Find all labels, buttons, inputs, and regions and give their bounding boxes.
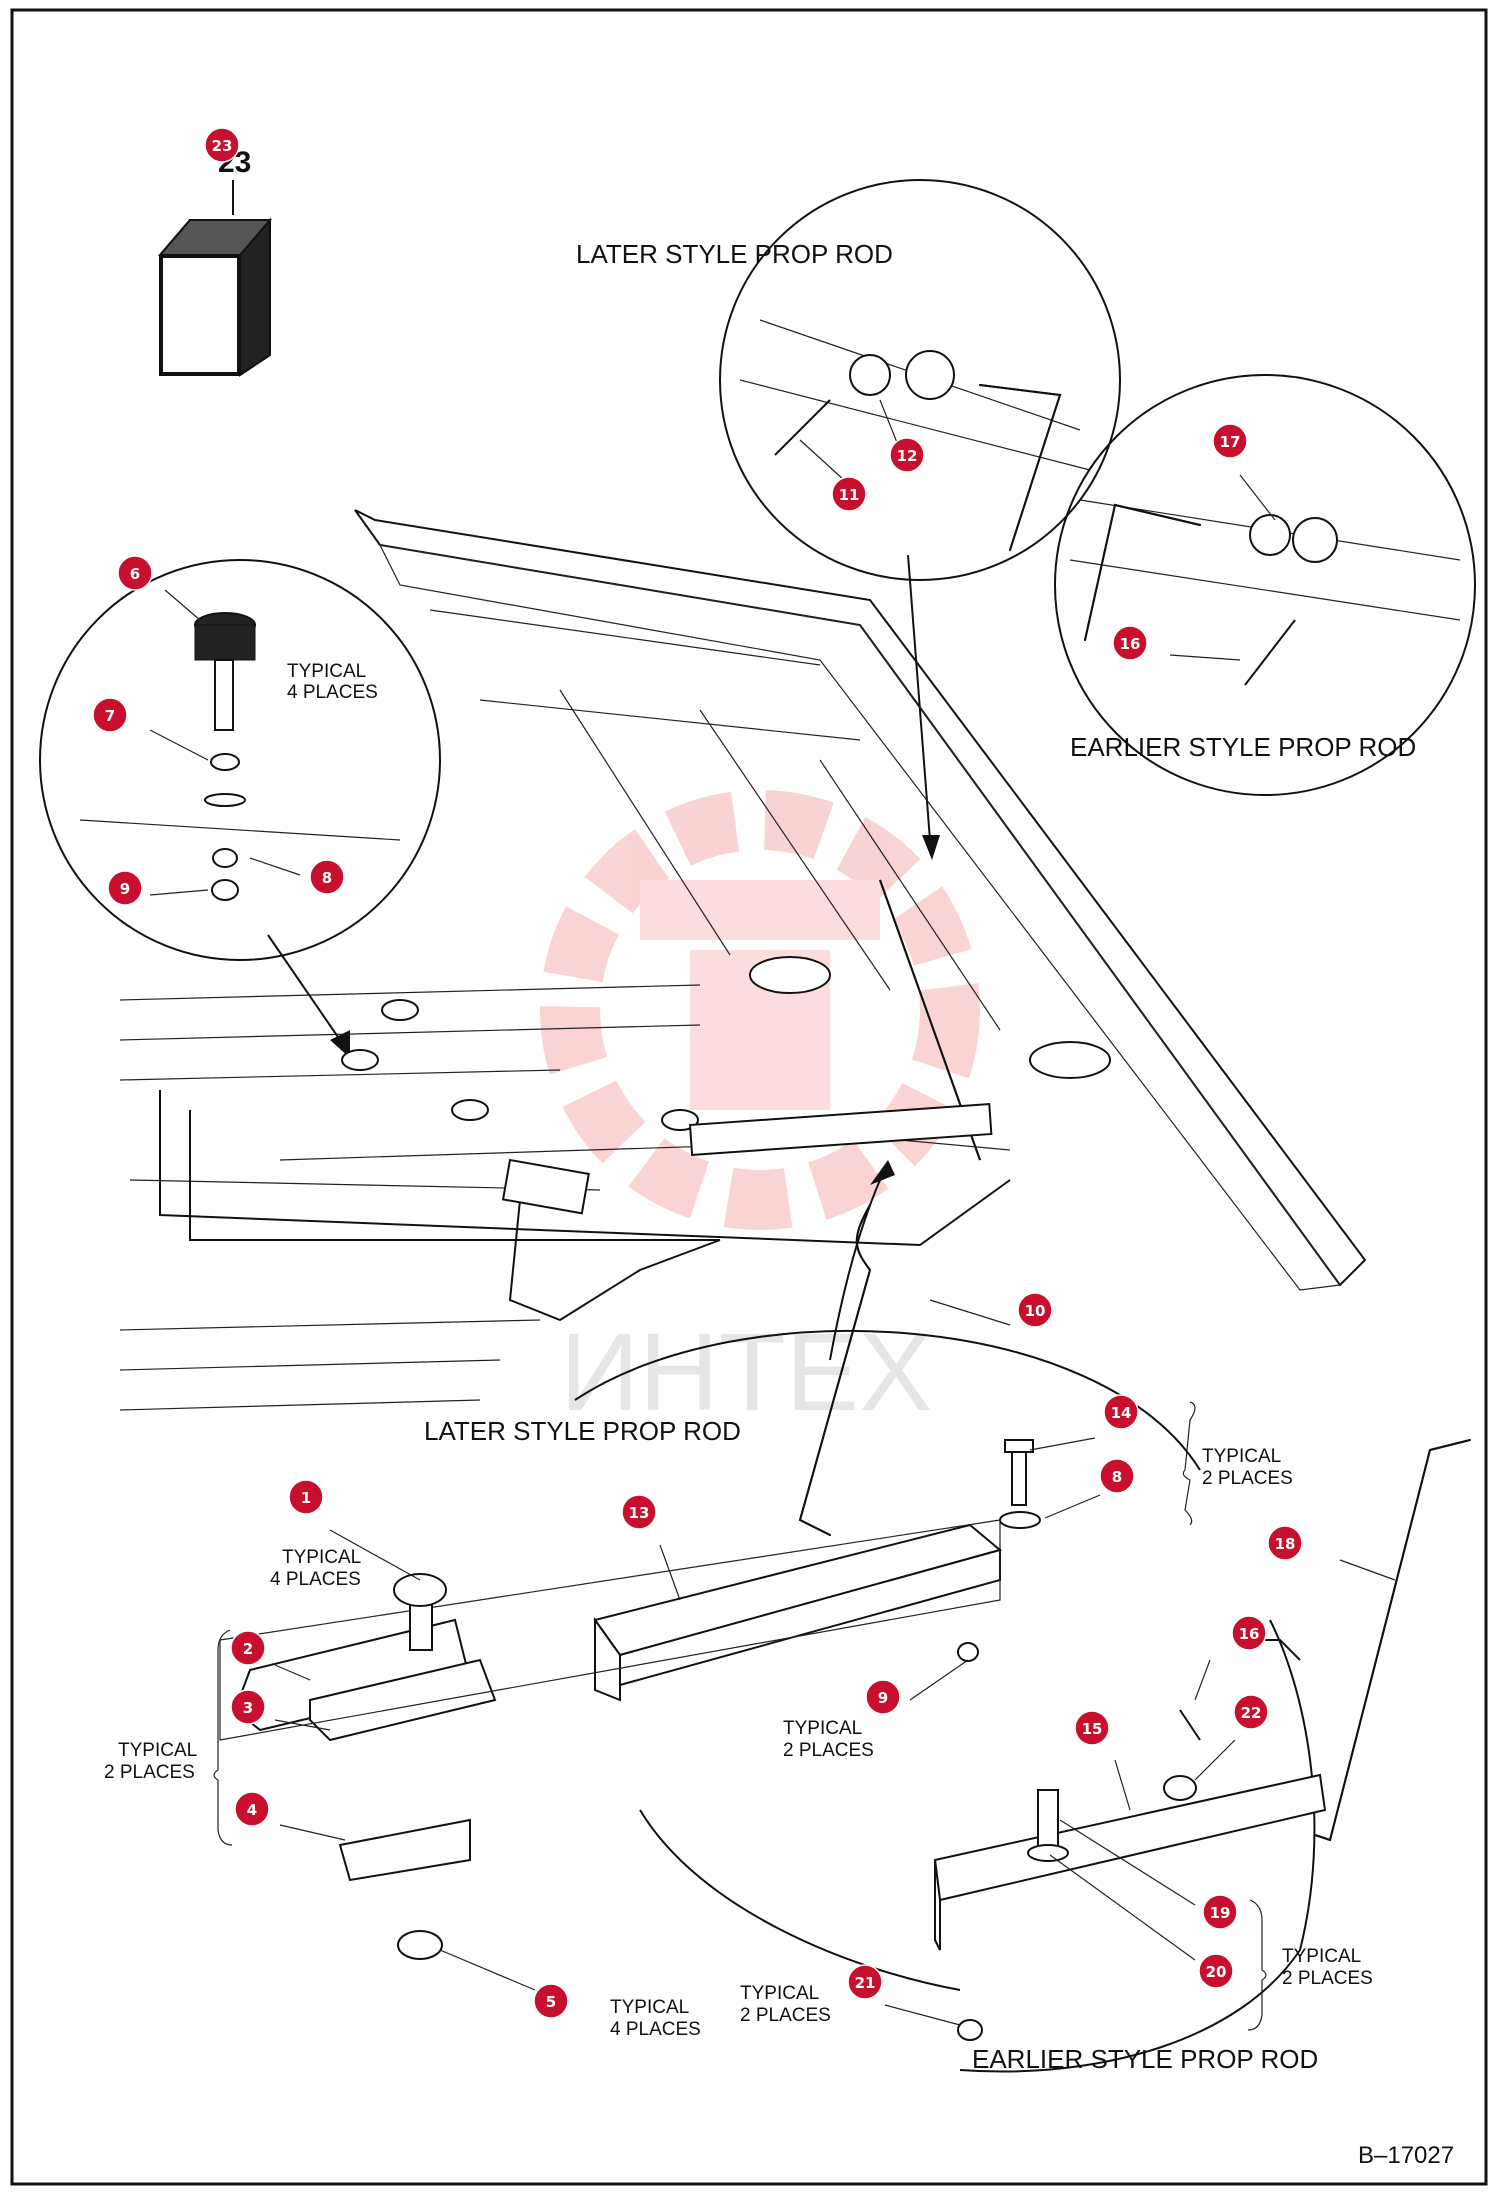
svg-text:18: 18 (1275, 1535, 1296, 1553)
svg-text:21: 21 (855, 1974, 876, 1992)
svg-text:8: 8 (1112, 1468, 1122, 1486)
later-style-detail-top (719, 179, 1121, 581)
typical-9-line2: 2 PLACES (783, 1740, 874, 1761)
svg-text:5: 5 (546, 1993, 556, 2011)
earlier-style-detail-bottom (933, 1439, 1471, 2041)
callout-5[interactable]: 5 (533, 1983, 569, 2019)
callout-19[interactable]: 19 (1202, 1894, 1238, 1930)
callout-11[interactable]: 11 (831, 476, 867, 512)
svg-text:22: 22 (1241, 1704, 1262, 1722)
typical-14-line1: TYPICAL (1202, 1446, 1281, 1467)
svg-text:10: 10 (1025, 1302, 1046, 1320)
part-23-box: 23 (157, 146, 273, 377)
callout-20[interactable]: 20 (1198, 1953, 1234, 1989)
typical-14-line2: 2 PLACES (1202, 1468, 1293, 1489)
typical-6-line2: 4 PLACES (287, 682, 378, 703)
later-style-bottom-label: LATER STYLE PROP ROD (424, 1416, 741, 1446)
svg-text:2: 2 (243, 1640, 253, 1658)
callout-7[interactable]: 7 (92, 697, 128, 733)
svg-text:19: 19 (1210, 1904, 1231, 1922)
svg-text:11: 11 (839, 486, 860, 504)
callout-14[interactable]: 14 (1103, 1394, 1139, 1430)
callout-12[interactable]: 12 (889, 437, 925, 473)
svg-text:12: 12 (897, 447, 918, 465)
callout-1[interactable]: 1 (288, 1479, 324, 1515)
callout-9[interactable]: 9 (107, 870, 143, 906)
later-style-top-label: LATER STYLE PROP ROD (576, 239, 893, 269)
svg-text:4: 4 (247, 1801, 257, 1819)
callout-13[interactable]: 13 (621, 1494, 657, 1530)
svg-text:9: 9 (878, 1689, 888, 1707)
callout-6[interactable]: 6 (117, 555, 153, 591)
typical-5-line2: 4 PLACES (610, 2019, 701, 2040)
svg-text:6: 6 (130, 565, 140, 583)
typical-21-line2: 2 PLACES (740, 2005, 831, 2026)
svg-text:9: 9 (120, 880, 130, 898)
typical-1-line2: 4 PLACES (270, 1569, 361, 1590)
vehicle-body (119, 984, 1011, 1411)
bumper-detail (39, 559, 441, 1058)
typical-21-line1: TYPICAL (740, 1983, 819, 2004)
typical-2-line2: 2 PLACES (104, 1762, 195, 1783)
callout-2[interactable]: 2 (230, 1630, 266, 1666)
svg-text:13: 13 (629, 1504, 650, 1522)
callout-4[interactable]: 4 (234, 1791, 270, 1827)
svg-text:16: 16 (1239, 1625, 1260, 1643)
earlier-style-detail-top (1054, 374, 1476, 796)
svg-text:14: 14 (1111, 1404, 1132, 1422)
callout-21[interactable]: 21 (847, 1964, 883, 2000)
callout-8[interactable]: 8 (309, 859, 345, 895)
typical-19-line2: 2 PLACES (1282, 1968, 1373, 1989)
typical-2-line1: TYPICAL (118, 1740, 197, 1761)
callout-22[interactable]: 22 (1233, 1694, 1269, 1730)
callout-15[interactable]: 15 (1074, 1710, 1110, 1746)
svg-text:23: 23 (212, 137, 233, 155)
callout-23[interactable]: 23 (204, 127, 240, 163)
typical-6-line1: TYPICAL (287, 661, 366, 682)
callout-9-bottom[interactable]: 9 (865, 1679, 901, 1715)
svg-text:20: 20 (1206, 1963, 1227, 1981)
callout-8-right[interactable]: 8 (1099, 1458, 1135, 1494)
svg-text:7: 7 (105, 707, 115, 725)
typical-1-line1: TYPICAL (282, 1547, 361, 1568)
callout-3[interactable]: 3 (230, 1689, 266, 1725)
callout-16-top[interactable]: 16 (1112, 625, 1148, 661)
typical-9-line1: TYPICAL (783, 1718, 862, 1739)
svg-text:1: 1 (301, 1489, 311, 1507)
mounting-detail (219, 1204, 1316, 2073)
svg-text:17: 17 (1220, 433, 1241, 451)
svg-text:8: 8 (322, 869, 332, 887)
callouts: 6 7 8 9 11 12 17 16 10 14 8 13 1 (92, 127, 1396, 2026)
figure-id: B–17027 (1358, 2142, 1454, 2169)
typical-19-line1: TYPICAL (1282, 1946, 1361, 1967)
callout-16-bottom[interactable]: 16 (1231, 1615, 1267, 1651)
callout-17[interactable]: 17 (1212, 423, 1248, 459)
callout-18[interactable]: 18 (1267, 1525, 1303, 1561)
earlier-style-top-label: EARLIER STYLE PROP ROD (1070, 732, 1416, 762)
typical-5-line1: TYPICAL (610, 1997, 689, 2018)
earlier-style-bottom-label: EARLIER STYLE PROP ROD (972, 2044, 1318, 2074)
svg-text:3: 3 (243, 1699, 253, 1717)
svg-text:15: 15 (1082, 1720, 1103, 1738)
callout-10[interactable]: 10 (1017, 1292, 1053, 1328)
svg-text:16: 16 (1120, 635, 1141, 653)
page-border (10, 8, 1488, 2186)
